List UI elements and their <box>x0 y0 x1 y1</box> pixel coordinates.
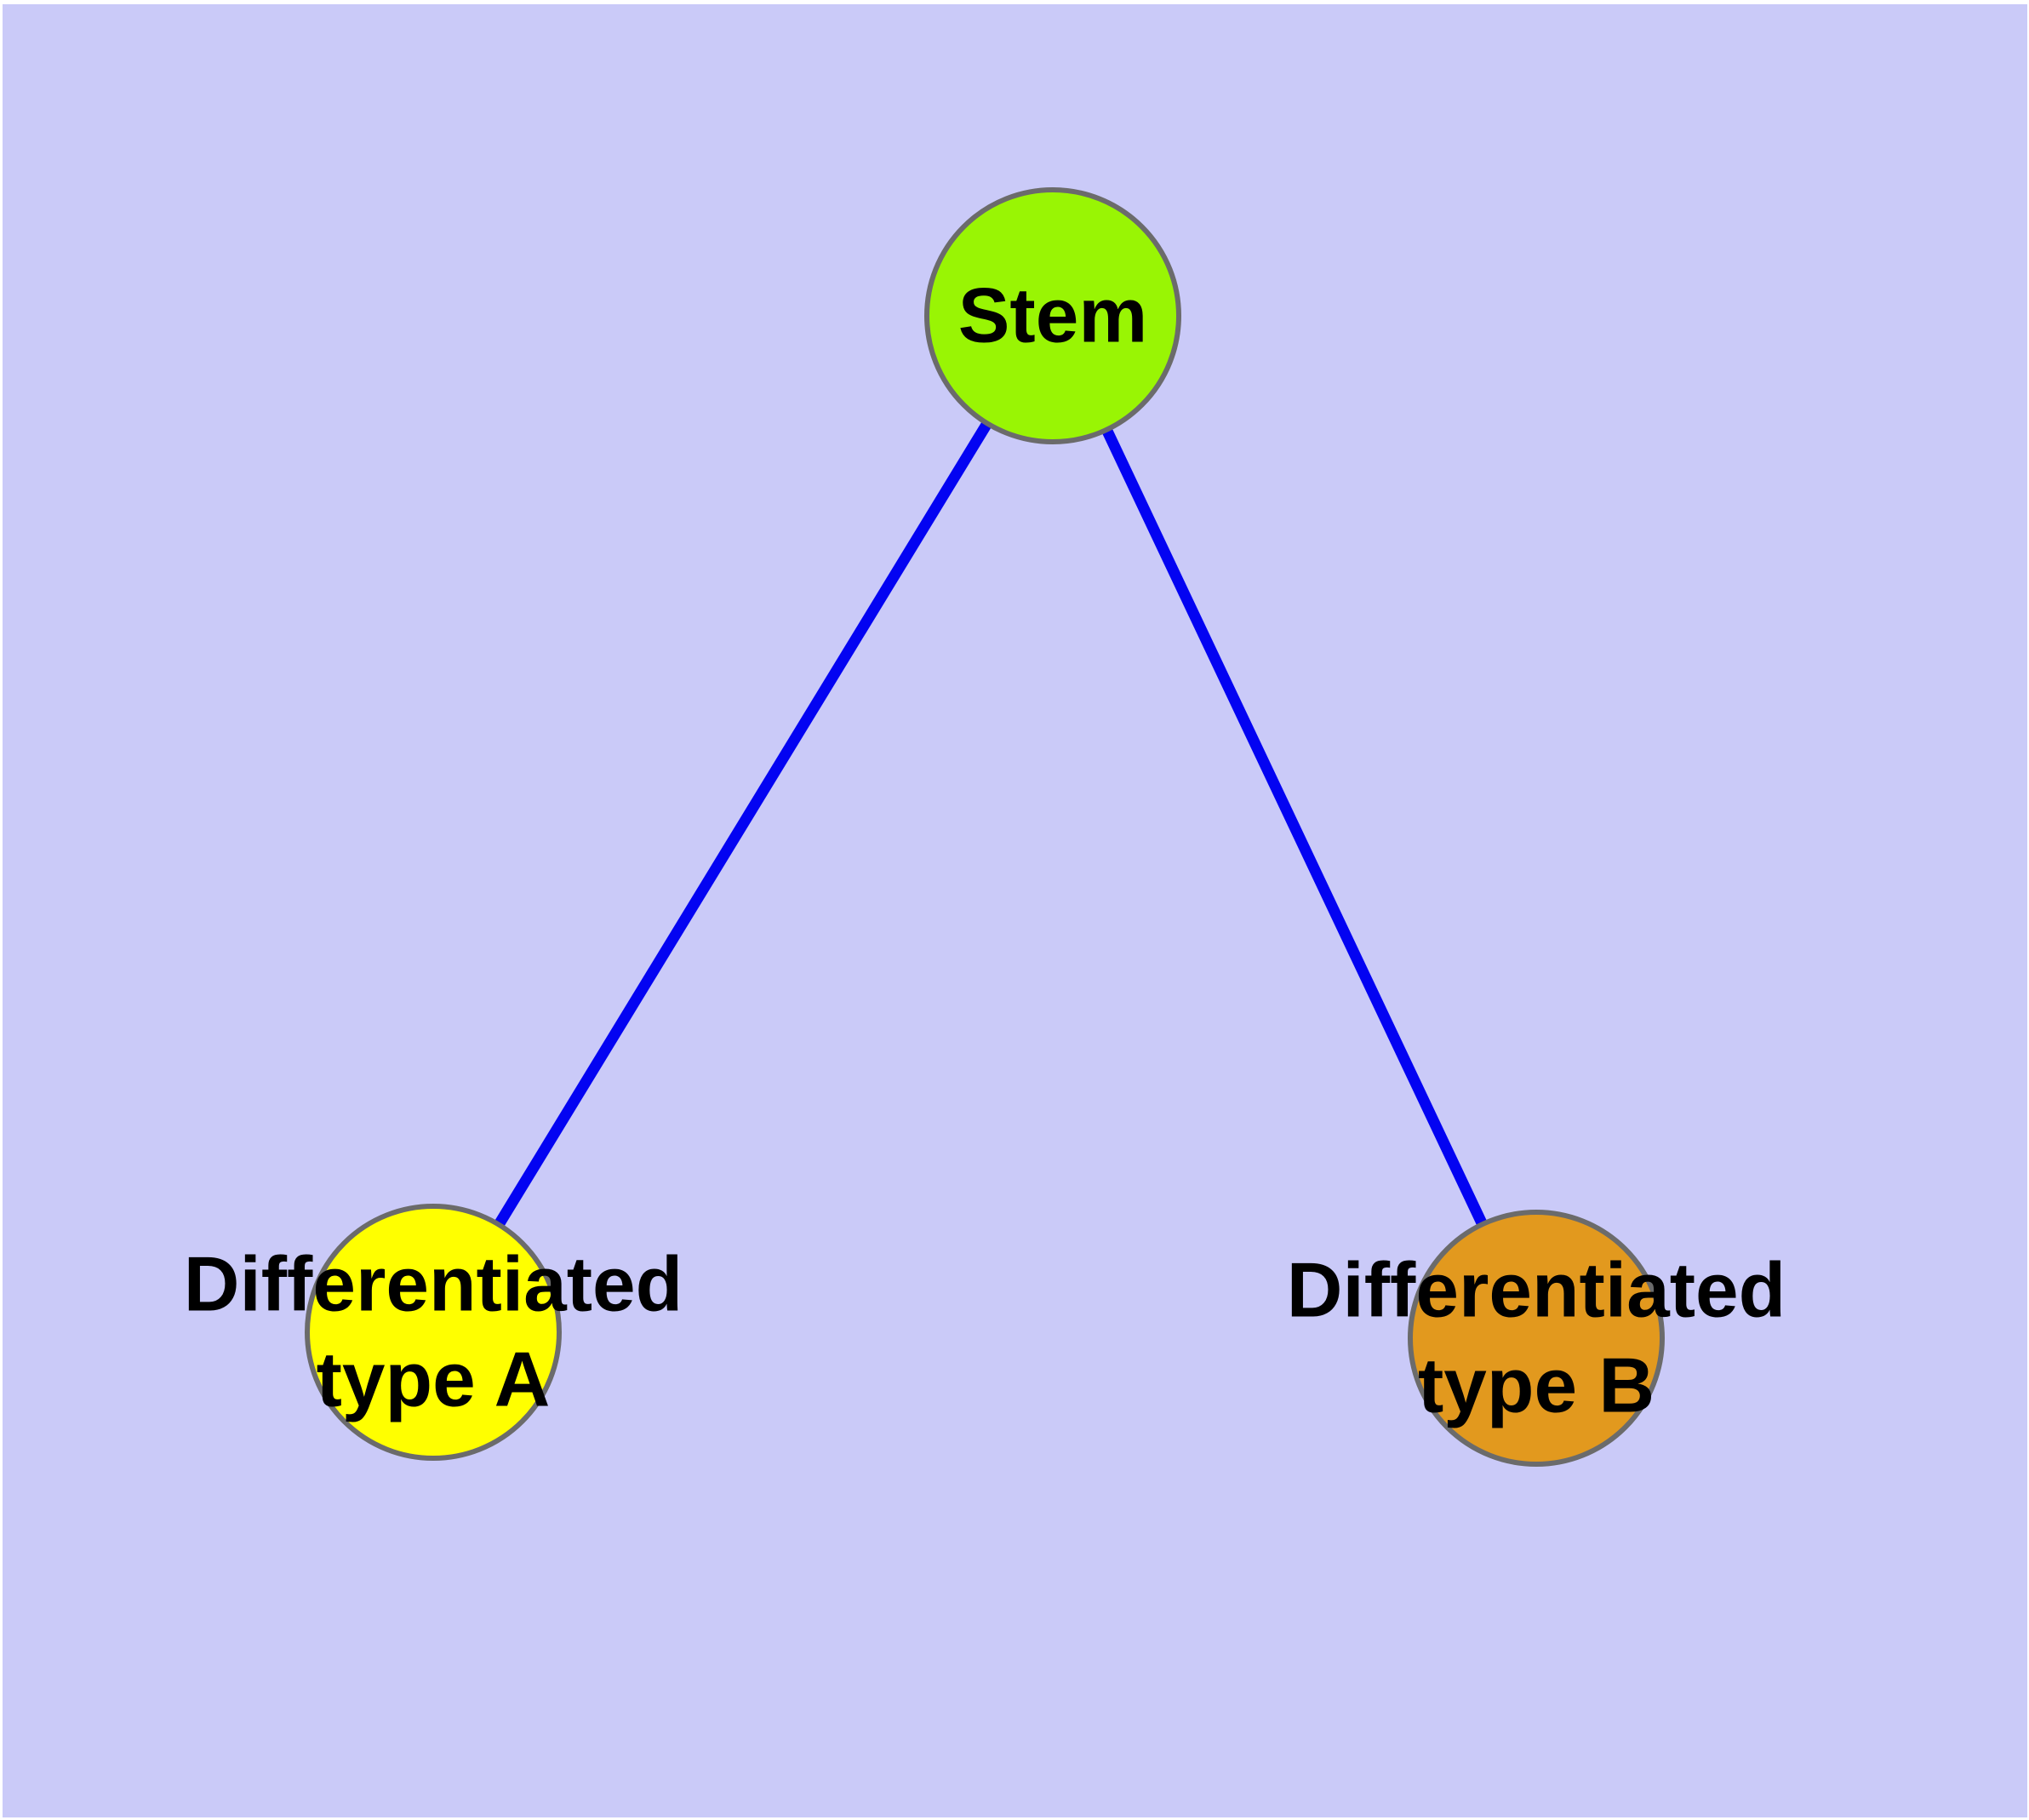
node-stem: Stem <box>924 187 1181 444</box>
edge-stem-to-type-a <box>428 312 1058 1336</box>
stem-node-circle <box>924 187 1181 444</box>
type-b-node-label-line2: type B <box>1418 1343 1655 1429</box>
node-type-a: Differentiated type A <box>184 1204 683 1461</box>
type-a-node-circle <box>305 1204 562 1461</box>
type-a-node-label-line1: Differentiated <box>184 1242 683 1328</box>
stem-node-label: Stem <box>958 273 1148 359</box>
edges <box>428 312 1541 1341</box>
type-b-node-label-line1: Differentiated <box>1287 1248 1786 1334</box>
type-a-node-label-line2: type A <box>317 1337 551 1423</box>
node-type-b: Differentiated type B <box>1287 1210 1786 1467</box>
type-b-node-circle <box>1408 1210 1665 1467</box>
edge-stem-to-type-b <box>1048 313 1541 1341</box>
